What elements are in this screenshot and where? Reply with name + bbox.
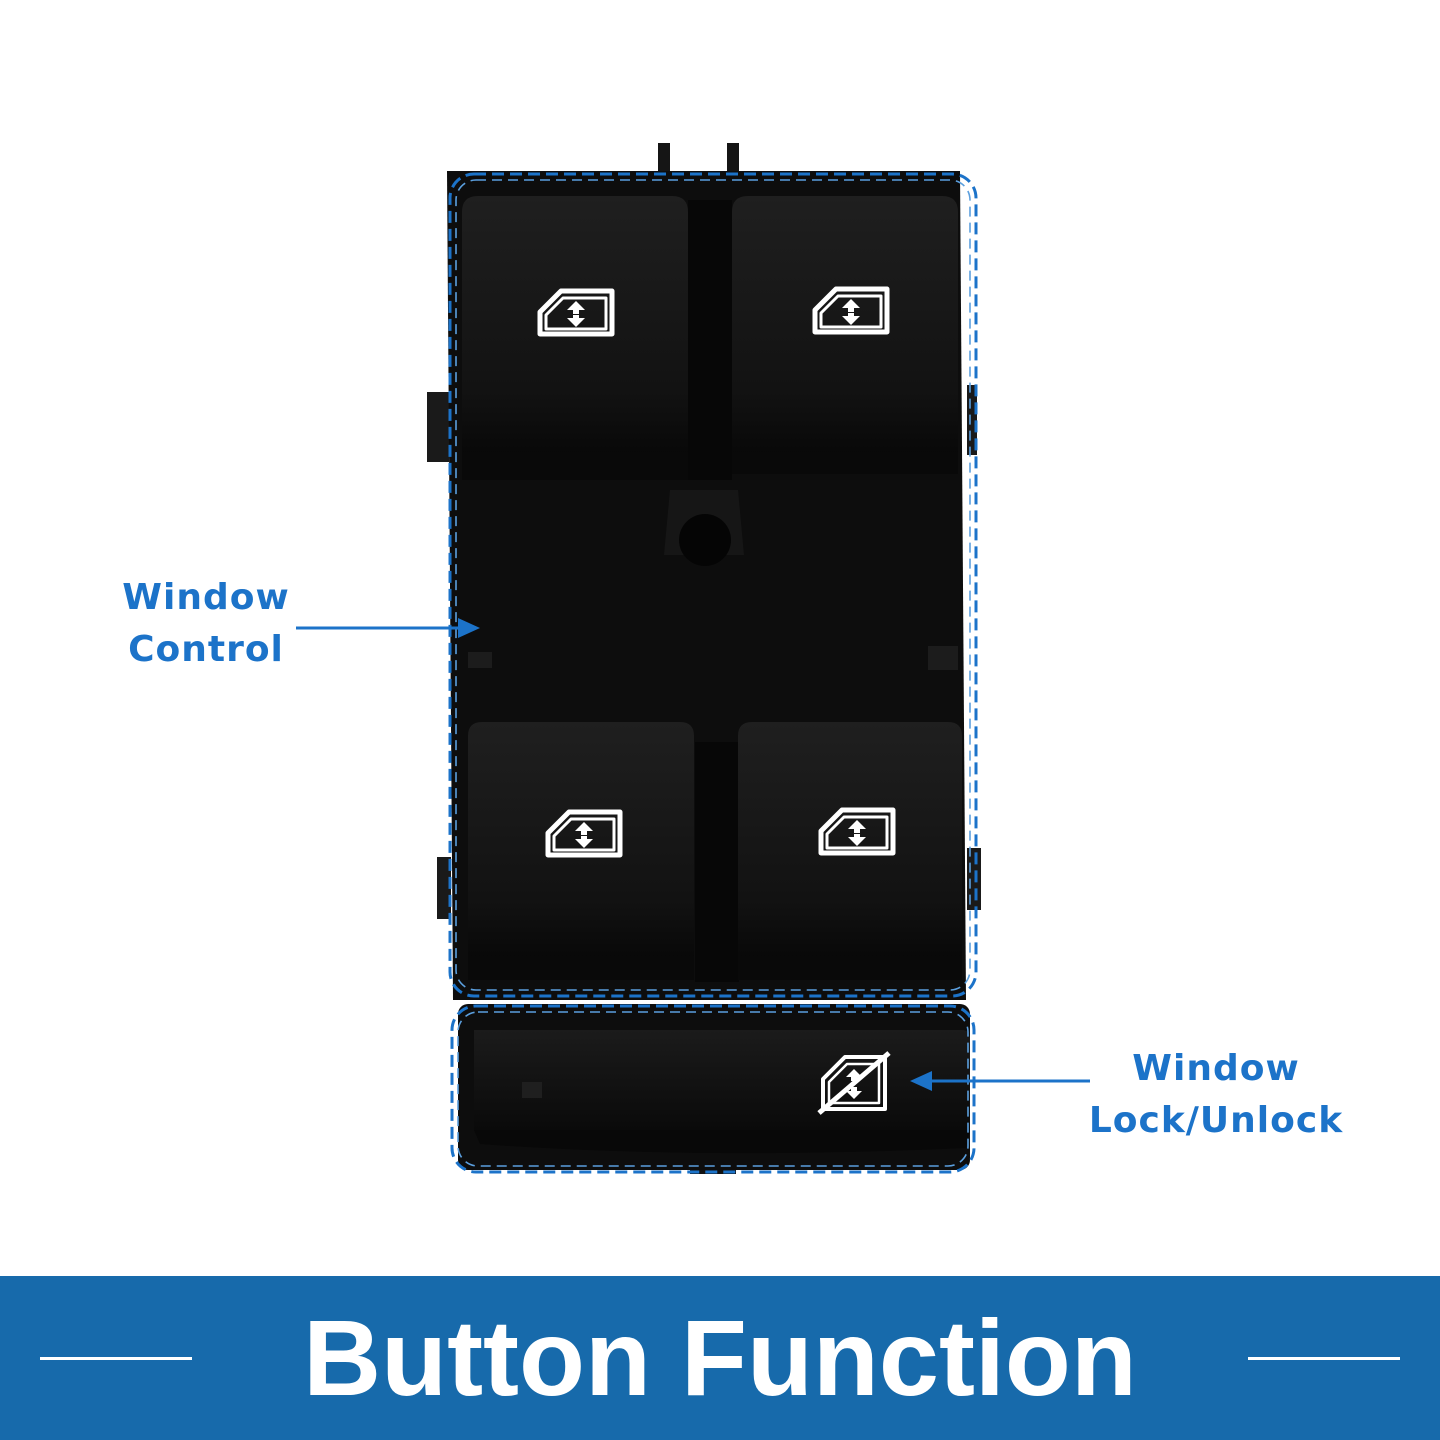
product-illustration xyxy=(296,143,1090,1174)
window-lock-label-line1: Window xyxy=(1132,1048,1300,1089)
window-button-rear-left[interactable] xyxy=(468,722,694,980)
window-control-arrow xyxy=(296,618,480,638)
window-lock-highlight xyxy=(450,1004,976,1174)
banner-title: Button Function xyxy=(303,1297,1137,1418)
window-lock-icon xyxy=(817,1051,891,1115)
window-control-highlight xyxy=(448,172,978,998)
window-lock-arrow xyxy=(910,1071,1090,1091)
bottom-banner xyxy=(0,1276,1440,1440)
window-button-rear-right[interactable] xyxy=(738,722,962,980)
banner-divider-left xyxy=(40,1357,192,1360)
window-control-label: Window Control xyxy=(104,572,308,676)
window-lock-label: Window Lock/Unlock xyxy=(1070,1043,1362,1147)
banner-divider-right xyxy=(1248,1357,1400,1360)
window-button-front-left[interactable] xyxy=(462,196,688,480)
window-control-label-line1: Window xyxy=(122,577,290,618)
window-lock-label-line2: Lock/Unlock xyxy=(1088,1100,1344,1141)
window-lock-button[interactable] xyxy=(474,1030,970,1154)
window-control-label-line2: Control xyxy=(128,629,284,670)
window-button-front-right[interactable] xyxy=(732,196,958,474)
